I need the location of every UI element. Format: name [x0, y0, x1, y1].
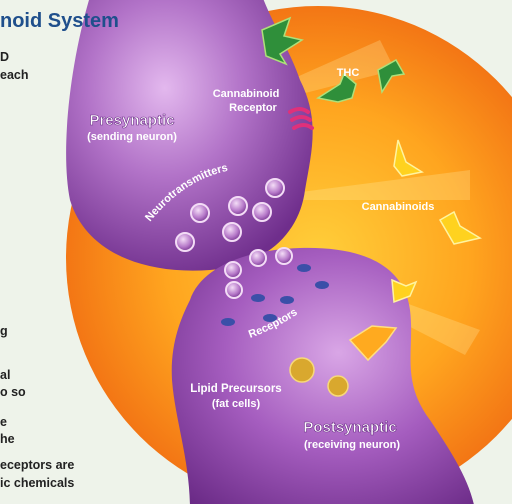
cannabinoids-label: Cannabinoids: [362, 201, 435, 213]
postsynaptic-label: Postsynaptic: [303, 419, 396, 436]
cannabinoid-receptor-label-line1: Cannabinoid: [213, 88, 280, 100]
page-heading: noid System: [0, 10, 119, 33]
receptor: [251, 294, 265, 302]
thc-label: THC: [337, 67, 360, 79]
receptor: [297, 264, 311, 272]
vesicle: [266, 179, 284, 197]
presynaptic-label: Presynaptic: [89, 112, 174, 129]
vesicle: [176, 233, 194, 251]
side-text-fragment: g: [0, 324, 8, 339]
neurotransmitter: [276, 248, 292, 264]
receptor: [280, 296, 294, 304]
vesicle: [191, 204, 209, 222]
neurotransmitter: [226, 282, 242, 298]
vesicle: [229, 197, 247, 215]
postsynaptic-sublabel: (receiving neuron): [304, 439, 400, 451]
cannabinoid-receptor-label-line2: Receptor: [229, 102, 277, 114]
side-text-fragment: eceptors are: [0, 458, 74, 473]
receptor: [221, 318, 235, 326]
neurotransmitter: [225, 262, 241, 278]
neurotransmitter: [250, 250, 266, 266]
side-text-fragment: D: [0, 50, 9, 65]
lipid-precursors-label-line1: Lipid Precursors: [190, 383, 281, 395]
side-text-fragment: each: [0, 68, 29, 83]
side-text-fragment: o so: [0, 385, 26, 400]
receptor: [315, 281, 329, 289]
lipid-precursors-label-line2: (fat cells): [212, 398, 261, 410]
vesicle: [253, 203, 271, 221]
presynaptic-sublabel: (sending neuron): [87, 131, 177, 143]
side-text-fragment: al: [0, 368, 10, 383]
lipid-precursor: [290, 358, 314, 382]
side-text-fragment: he: [0, 432, 15, 447]
side-text-fragment: ic chemicals: [0, 476, 74, 491]
vesicle: [223, 223, 241, 241]
side-text-fragment: e: [0, 415, 7, 430]
lipid-precursor: [328, 376, 348, 396]
